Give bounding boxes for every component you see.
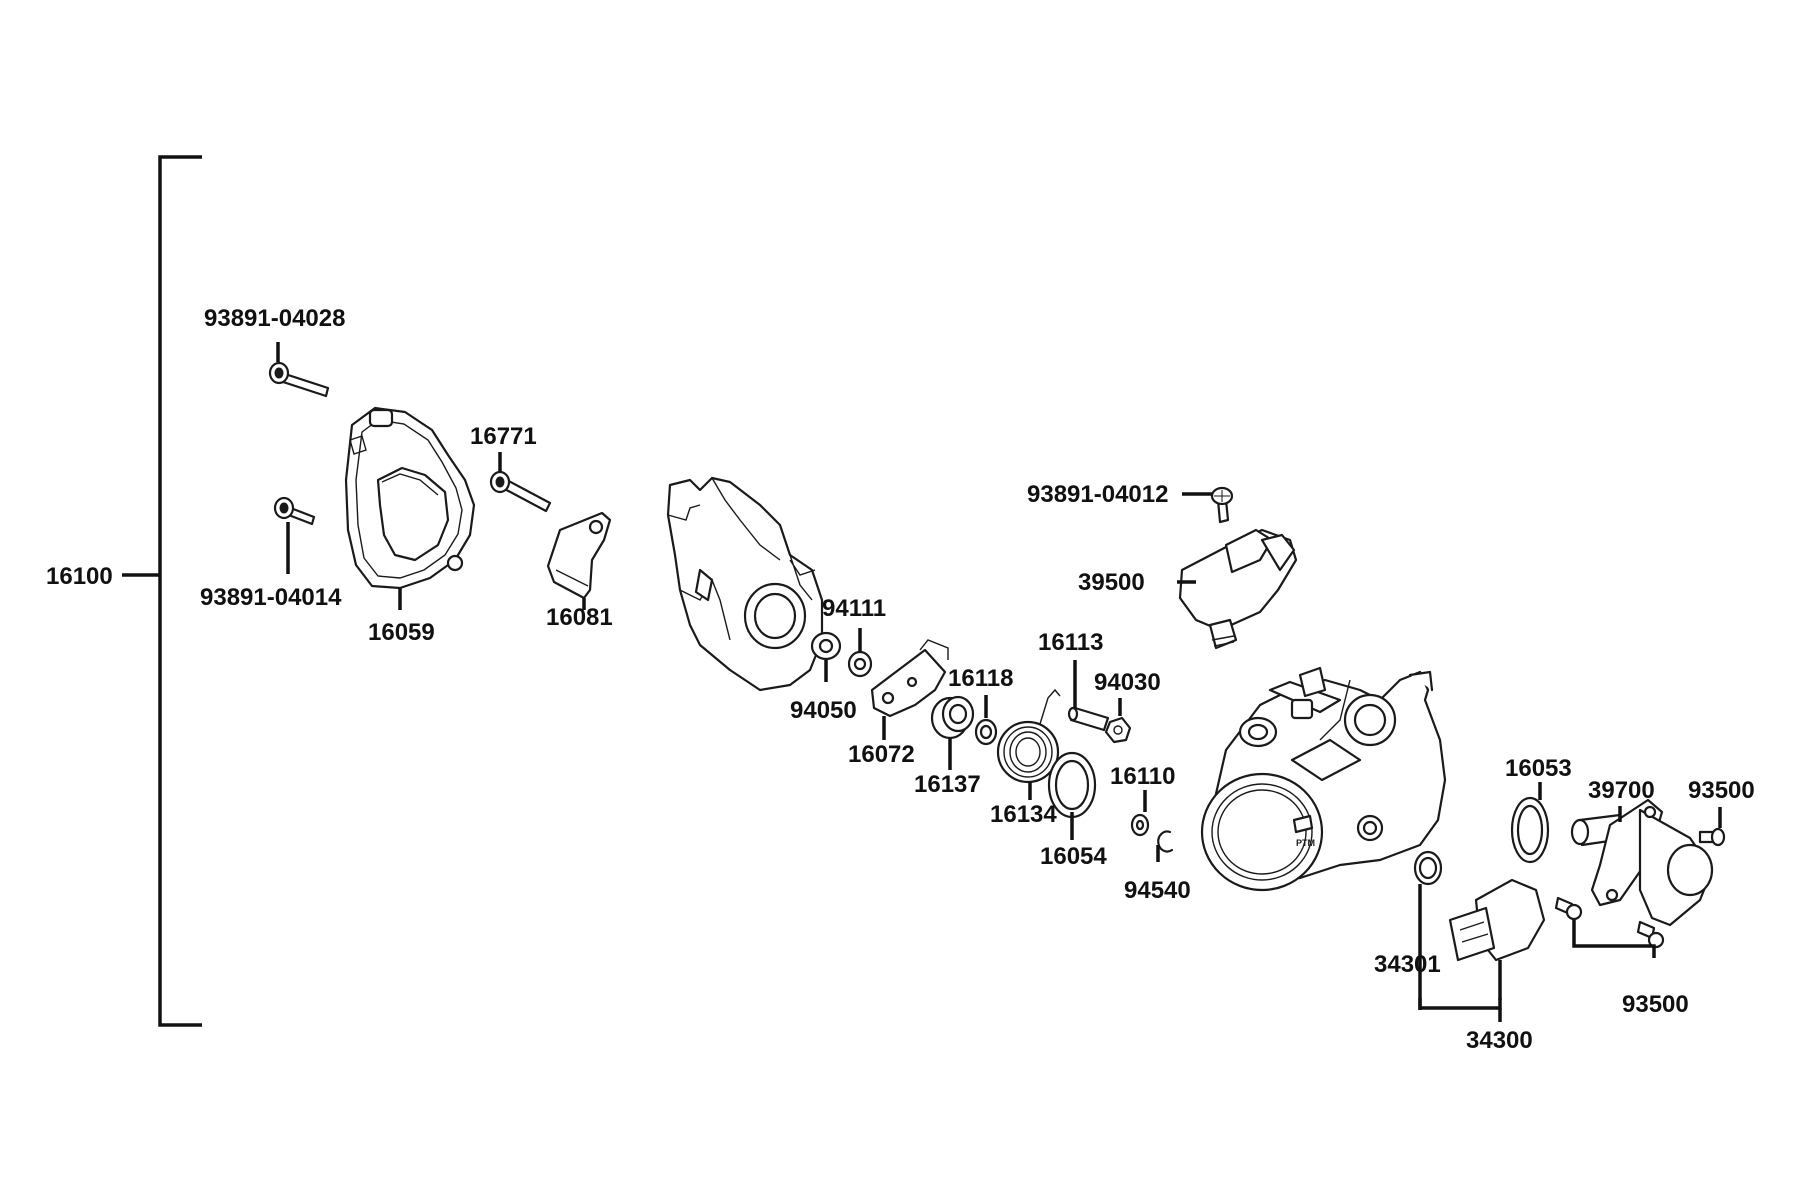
label-93500-bottom: 93500 — [1622, 991, 1689, 1018]
cover-16059 — [344, 406, 476, 610]
label-16137: 16137 — [914, 771, 981, 798]
nut-94030 — [1104, 698, 1132, 744]
bolt-16771 — [489, 452, 552, 513]
label-93500-top: 93500 — [1688, 777, 1755, 804]
label-16118: 16118 — [948, 665, 1013, 692]
idle-valve-39700 — [1570, 798, 1714, 927]
label-16110: 16110 — [1110, 763, 1175, 790]
nut-94050 — [810, 631, 842, 682]
washer-94111 — [847, 628, 873, 678]
spring-16134 — [996, 688, 1061, 800]
assembly-bracket-16100 — [122, 155, 202, 1027]
label-16053: 16053 — [1505, 755, 1572, 782]
sensor-39500 — [1177, 528, 1298, 650]
label-94540: 94540 — [1124, 877, 1191, 904]
bolt-93891-04014 — [273, 496, 316, 574]
throttle-body: PTM — [1200, 666, 1447, 892]
oring-34301 — [1413, 850, 1443, 1010]
label-93891-04028: 93891-04028 — [204, 305, 345, 332]
label-39700: 39700 — [1588, 777, 1655, 804]
seal-16118 — [974, 695, 998, 746]
lever-16072 — [870, 639, 949, 740]
bolt-93891-04028 — [268, 342, 330, 398]
eclip-94540 — [1156, 830, 1174, 862]
label-93891-04014: 93891-04014 — [200, 584, 342, 611]
screw-93500-bottom — [1554, 896, 1665, 958]
washer-16110 — [1130, 790, 1150, 837]
sensor-34300 — [1418, 878, 1546, 1022]
screw-93891-04012 — [1182, 486, 1234, 524]
gasket-16054 — [1047, 751, 1097, 840]
bracket-plate-16081 — [546, 511, 612, 610]
label-39500: 39500 — [1078, 569, 1145, 596]
label-94111: 94111 — [822, 595, 886, 622]
label-34300: 34300 — [1466, 1027, 1533, 1054]
label-94030: 94030 — [1094, 669, 1161, 696]
label-16059: 16059 — [368, 619, 435, 646]
label-93891-04012: 93891-04012 — [1027, 481, 1168, 508]
label-16072: 16072 — [848, 741, 915, 768]
bearing-16137 — [930, 695, 975, 770]
label-16771: 16771 — [470, 423, 537, 450]
body-marking: PTM — [1296, 838, 1315, 848]
label-16113: 16113 — [1038, 629, 1103, 656]
label-16134: 16134 — [990, 801, 1057, 828]
label-16054: 16054 — [1040, 843, 1107, 870]
label-34301: 34301 — [1374, 951, 1441, 978]
label-16100: 16100 — [46, 563, 113, 590]
label-16081: 16081 — [546, 604, 613, 631]
housing-body — [666, 476, 824, 692]
gasket-16053 — [1510, 782, 1550, 864]
label-94050: 94050 — [790, 697, 857, 724]
screw-93500-top — [1698, 807, 1726, 847]
pin-16113 — [1067, 660, 1110, 732]
